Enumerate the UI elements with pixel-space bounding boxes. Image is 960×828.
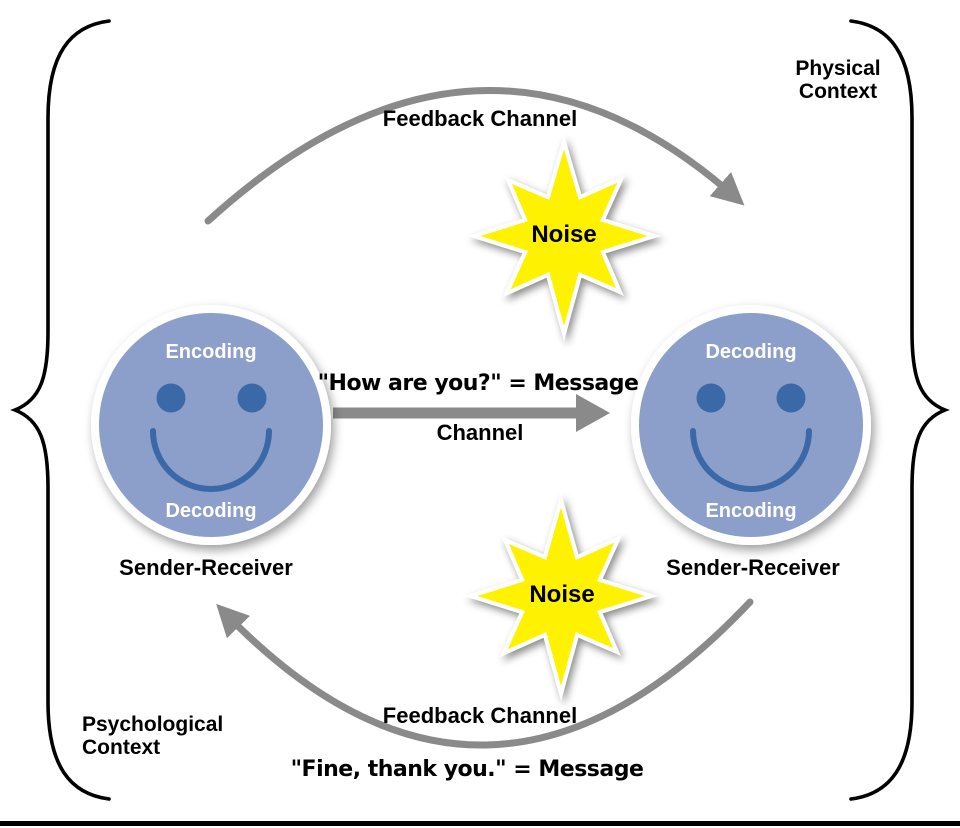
channel-arrow-head (576, 394, 610, 432)
message-channel-arrow (333, 394, 610, 432)
face-right (639, 313, 863, 537)
sender-receiver-face-right (631, 305, 871, 545)
face-left-eye-right (237, 383, 267, 413)
psychological-context-line1: Psychological (82, 713, 224, 736)
physical-context-line1: Physical (795, 57, 881, 80)
bottom-rule (0, 821, 960, 826)
message-forward-label: "How are you?" = Message (317, 371, 639, 396)
message-feedback-label: "Fine, thank you." = Message (290, 757, 644, 782)
face-left-smile (150, 428, 272, 492)
noise-top-label: Noise (531, 221, 597, 248)
left-face-top-process-label: Encoding (165, 341, 257, 363)
face-left (99, 313, 323, 537)
feedback-channel-top-label: Feedback Channel (382, 106, 578, 131)
psychological-context-label: Psychological Context (82, 713, 223, 759)
left-sender-receiver-caption: Sender-Receiver (119, 555, 293, 580)
right-sender-receiver-caption: Sender-Receiver (666, 555, 840, 580)
physical-context-line2: Context (798, 80, 878, 103)
face-left-eye-left (156, 383, 186, 413)
right-face-bottom-process-label: Encoding (705, 500, 797, 522)
feedback-arc-top (204, 87, 745, 225)
face-right-eye-right (776, 383, 806, 413)
noise-star-top (467, 135, 661, 342)
right-face-top-process-label: Decoding (705, 341, 797, 363)
face-right-smile (690, 428, 812, 492)
left-context-brace (10, 19, 111, 801)
noise-star-bottom (464, 492, 658, 702)
channel-label: Channel (436, 420, 524, 445)
feedback-channel-bottom-label: Feedback Channel (382, 703, 578, 728)
sender-receiver-face-left (91, 305, 331, 545)
noise-bottom-label: Noise (529, 581, 595, 608)
left-face-bottom-process-label: Decoding (165, 500, 257, 522)
right-context-brace (849, 19, 950, 801)
feedback-arc-bottom (216, 598, 754, 749)
psychological-context-line2: Context (82, 736, 161, 759)
physical-context-label: Physical Context (795, 57, 880, 103)
face-right-eye-left (696, 383, 726, 413)
